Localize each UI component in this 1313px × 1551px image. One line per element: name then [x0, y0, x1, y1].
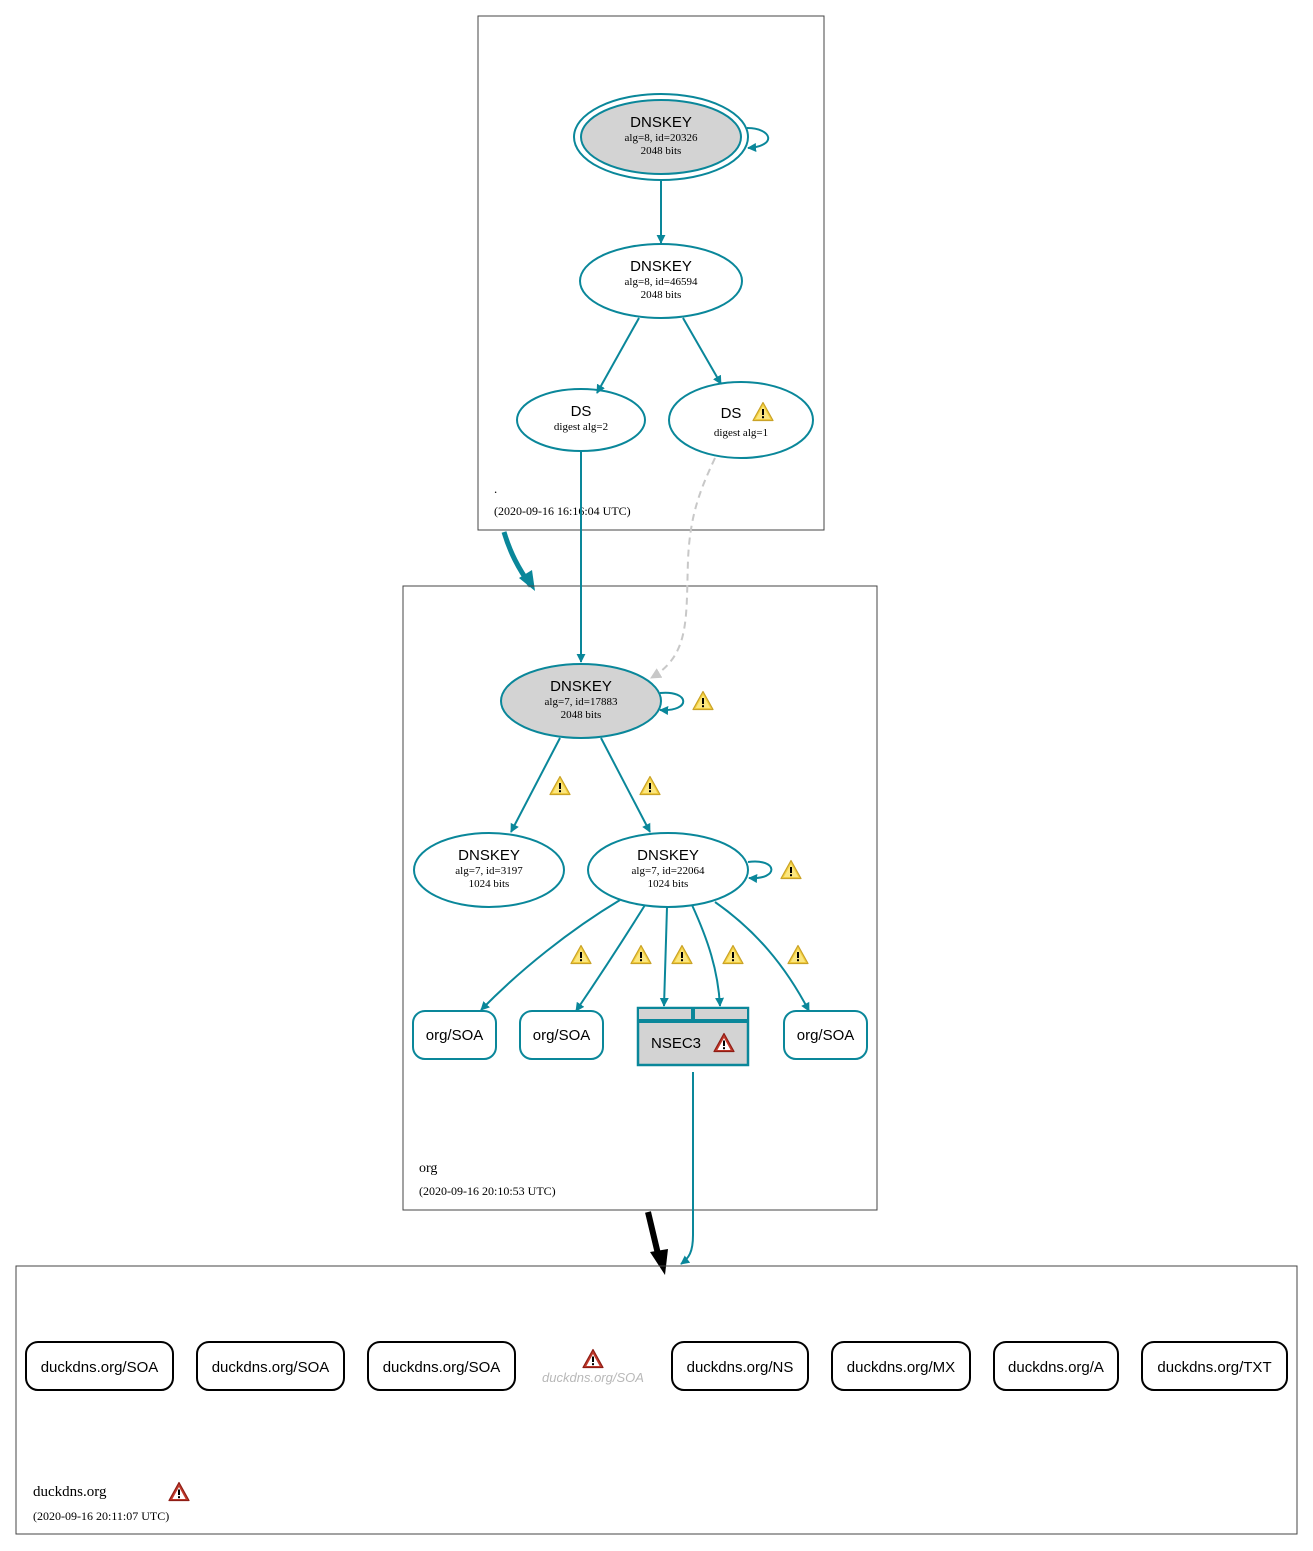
- org-zsk-22064-bits: 1024 bits: [648, 878, 689, 890]
- org-soa-label-3: org/SOA: [797, 1027, 855, 1044]
- duckdns-soa-label-2: duckdns.org/SOA: [212, 1359, 330, 1376]
- duckdns-mx-record-node[interactable]: duckdns.org/MX: [831, 1341, 971, 1391]
- org-ksk-type: DNSKEY: [550, 678, 612, 695]
- org-soa-record-node-2[interactable]: org/SOA: [519, 1010, 604, 1060]
- duckdns-soa-label-3: duckdns.org/SOA: [383, 1359, 501, 1376]
- zsk22064-to-soa3-edge: [714, 901, 810, 1012]
- nsec3-to-duckdns-edge: [680, 1072, 694, 1265]
- duckdns-soa-record-node-1[interactable]: duckdns.org/SOA: [25, 1341, 174, 1391]
- org-zsk-3197-alg: alg=7, id=3197: [455, 865, 523, 877]
- org-to-duckdns-delegation-arrowhead: [650, 1249, 668, 1275]
- org-zsk-22064-dnskey-node[interactable]: DNSKEY alg=7, id=22064 1024 bits: [587, 832, 749, 908]
- root-zsk-dnskey-node[interactable]: DNSKEY alg=8, id=46594 2048 bits: [579, 243, 743, 319]
- duckdns-ns-record-node[interactable]: duckdns.org/NS: [671, 1341, 809, 1391]
- root-ksk-bits: 2048 bits: [641, 145, 682, 157]
- org-zsk-3197-dnskey-node[interactable]: DNSKEY alg=7, id=3197 1024 bits: [413, 832, 565, 908]
- root-zsk-type: DNSKEY: [630, 258, 692, 275]
- org-zsk-22064-type: DNSKEY: [637, 847, 699, 864]
- root-ksk-self-sign-edge: [746, 127, 770, 152]
- org-ksk-to-zsk3197-edge: [510, 737, 561, 833]
- duckdns-soa-label-1: duckdns.org/SOA: [41, 1359, 159, 1376]
- nsec3-cell-1: [637, 1007, 693, 1021]
- warning-icon: [787, 944, 809, 965]
- zsk22064-to-nsec3-edge-2: [691, 904, 725, 1007]
- zone-duckdns-name: duckdns.org: [33, 1484, 107, 1500]
- root-zsk-bits: 2048 bits: [641, 289, 682, 301]
- warning-icon: [692, 690, 714, 711]
- org-to-duckdns-delegation-edge: [645, 1211, 661, 1255]
- zone-org: org (2020-09-16 20:10:53 UTC) DNSKEY alg…: [402, 451, 878, 1211]
- root-zsk-to-ds1-edge: [682, 317, 722, 385]
- root-ksk-type: DNSKEY: [630, 114, 692, 131]
- org-soa-record-node-1[interactable]: org/SOA: [412, 1010, 497, 1060]
- org-nsec3-node[interactable]: NSEC3: [636, 1006, 750, 1067]
- org-soa-label-2: org/SOA: [533, 1027, 591, 1044]
- org-zsk-3197-type: DNSKEY: [458, 847, 520, 864]
- duckdns-a-label: duckdns.org/A: [1008, 1359, 1104, 1376]
- duckdns-a-record-node[interactable]: duckdns.org/A: [993, 1341, 1119, 1391]
- org-ksk-bits: 2048 bits: [561, 709, 602, 721]
- org-zsk-22064-alg: alg=7, id=22064: [632, 865, 705, 877]
- org-ksk-self-sign-edge: [659, 691, 685, 715]
- root-ds-digest1-type: DS: [721, 405, 742, 422]
- root-zsk-alg: alg=8, id=46594: [625, 276, 698, 288]
- warning-icon: [780, 859, 802, 880]
- org-zsk-22064-self-sign-edge: [747, 860, 773, 884]
- org-soa-label-1: org/SOA: [426, 1027, 484, 1044]
- zone-root: . (2020-09-16 16:16:04 UTC) DNSKEY alg=8…: [477, 15, 825, 531]
- duckdns-soa-record-node-2[interactable]: duckdns.org/SOA: [196, 1341, 345, 1391]
- warning-icon: [630, 944, 652, 965]
- org-ksk-alg: alg=7, id=17883: [545, 696, 618, 708]
- zone-org-border: [402, 585, 878, 1211]
- warning-icon: [570, 944, 592, 965]
- warning-icon: [639, 775, 661, 796]
- zone-duckdns-border: [15, 1265, 1298, 1535]
- warning-icon: [549, 775, 571, 796]
- root-ds-digest2-node[interactable]: DS digest alg=2: [516, 388, 646, 452]
- org-zsk-3197-bits: 1024 bits: [469, 878, 510, 890]
- warning-icon: [722, 944, 744, 965]
- zone-root-border: [477, 15, 825, 531]
- duckdns-soa-ghost-node[interactable]: duckdns.org/SOA: [542, 1348, 644, 1386]
- duckdns-soa-record-node-3[interactable]: duckdns.org/SOA: [367, 1341, 516, 1391]
- zsk22064-to-soa1-edge: [480, 899, 621, 1011]
- root-ds-digest2-type: DS: [571, 403, 592, 420]
- org-soa-record-node-3[interactable]: org/SOA: [783, 1010, 868, 1060]
- root-zsk-to-ds2-edge: [596, 317, 640, 394]
- root-ds-digest2-alg: digest alg=2: [554, 421, 608, 433]
- root-ds-digest1-node[interactable]: DS digest alg=1: [668, 381, 814, 459]
- zone-duckdns: duckdns.org (2020-09-16 20:11:07 UTC) du…: [15, 1265, 1298, 1535]
- duckdns-txt-label: duckdns.org/TXT: [1157, 1359, 1271, 1376]
- nsec3-cell-2: [693, 1007, 749, 1021]
- zone-root-name: .: [494, 481, 497, 496]
- zsk22064-to-nsec3-edge-1: [659, 906, 669, 1007]
- error-icon: [582, 1348, 604, 1369]
- duckdns-soa-ghost-label: duckdns.org/SOA: [542, 1370, 644, 1385]
- zsk22064-to-soa2-edge: [575, 904, 646, 1012]
- duckdns-ns-label: duckdns.org/NS: [687, 1359, 794, 1376]
- duckdns-mx-label: duckdns.org/MX: [847, 1359, 955, 1376]
- ds1-to-org-ksk-edge: [650, 457, 716, 679]
- warning-icon: [671, 944, 693, 965]
- org-ksk-dnskey-node[interactable]: DNSKEY alg=7, id=17883 2048 bits: [500, 663, 662, 739]
- duckdns-txt-record-node[interactable]: duckdns.org/TXT: [1141, 1341, 1288, 1391]
- zone-org-timestamp: (2020-09-16 20:10:53 UTC): [419, 1184, 556, 1198]
- zone-org-name: org: [419, 1161, 437, 1176]
- zone-duckdns-timestamp: (2020-09-16 20:11:07 UTC): [33, 1509, 169, 1523]
- root-ksk-alg: alg=8, id=20326: [625, 132, 698, 144]
- error-icon: [168, 1481, 190, 1502]
- zone-root-timestamp: (2020-09-16 16:16:04 UTC): [494, 504, 631, 518]
- org-nsec3-label: NSEC3: [651, 1035, 701, 1052]
- org-ksk-to-zsk22064-edge: [600, 737, 651, 833]
- root-ds-digest1-alg: digest alg=1: [714, 427, 768, 439]
- root-ksk-dnskey-node[interactable]: DNSKEY alg=8, id=20326 2048 bits: [573, 93, 749, 181]
